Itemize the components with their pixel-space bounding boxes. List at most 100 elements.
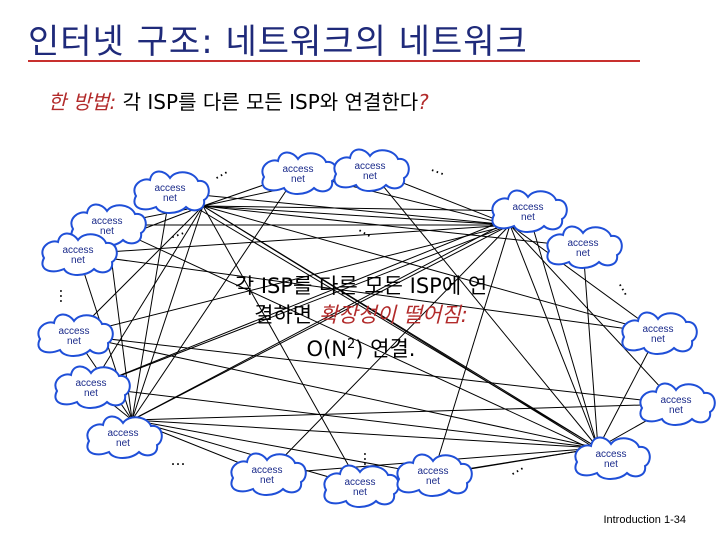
link-line [432,224,511,476]
link-line [131,205,204,421]
link-line [77,224,511,255]
subtitle-suffix: ? [418,90,429,114]
cloud-icon [639,382,716,426]
cloud-icon [621,311,698,355]
link-line [202,205,529,212]
cloud-icon [37,313,114,357]
link-line [131,210,529,421]
cloud-icon [54,365,131,409]
caption-connections: ) 연결. [355,337,416,361]
link-line [90,224,511,388]
link-line [90,205,204,388]
caption-big-o: O(N [306,337,347,361]
slide-title: 인터넷 구조: 네트워크의 네트워크 [28,22,528,62]
ellipsis-mark: … [171,451,186,469]
caption-line-3: O(N2) 연결. [196,330,526,364]
link-line [202,205,659,334]
cloud-icon [491,189,568,233]
cloud-icon [86,415,163,459]
title-underline [28,60,640,62]
link-line [527,210,599,449]
link-line [509,224,659,334]
link-line [131,419,434,476]
link-line [266,224,511,475]
ellipsis-mark: … [356,218,378,241]
link-line [202,205,361,487]
ellipsis-mark: … [360,452,378,467]
link-line [131,224,511,421]
ellipsis-mark: … [429,157,449,179]
caption: 각 ISP를 다른 모든 ISP에 연 결하면 확장성이 떨어짐: O(N2) … [196,272,526,364]
ellipsis-mark: … [166,220,186,242]
cloud-icon [546,225,623,269]
cloud-icon [41,232,118,276]
link-line [131,419,599,449]
link-line [202,205,584,248]
link-line [169,191,511,226]
cloud-icon [396,453,473,497]
link-line [202,205,612,459]
ellipsis-mark: … [615,277,638,299]
link-line [73,224,511,336]
link-line [509,224,599,449]
subtitle: 한 방법: 각 ISP를 다른 모든 ISP와 연결한다? [48,86,429,115]
link-line [131,172,299,421]
cloud-icon [574,436,651,480]
link-line [90,210,529,388]
caption-line-2-plain: 결하면 [254,303,319,327]
link-line [77,253,659,334]
caption-exponent: 2 [346,337,356,352]
cloud-icon [230,452,307,496]
link-line [582,246,599,449]
link-line [297,172,511,226]
link-line [131,191,171,421]
link-line [73,205,204,336]
link-line [202,205,511,226]
link-line [73,334,599,449]
link-line [106,224,612,459]
link-line [131,419,361,487]
caption-line-1: 각 ISP를 다른 모든 ISP에 연 [234,274,488,298]
link-line [509,224,677,405]
subtitle-prefix: 한 방법: [48,90,123,114]
ellipsis-mark: … [56,289,74,304]
cloud-icon [333,148,410,192]
caption-line-2: 결하면 확장성이 떨어짐: [196,301,526,330]
caption-line-2-emphasis: 확장성이 떨어짐: [318,303,468,327]
link-line [90,386,599,449]
link-line [169,191,599,449]
